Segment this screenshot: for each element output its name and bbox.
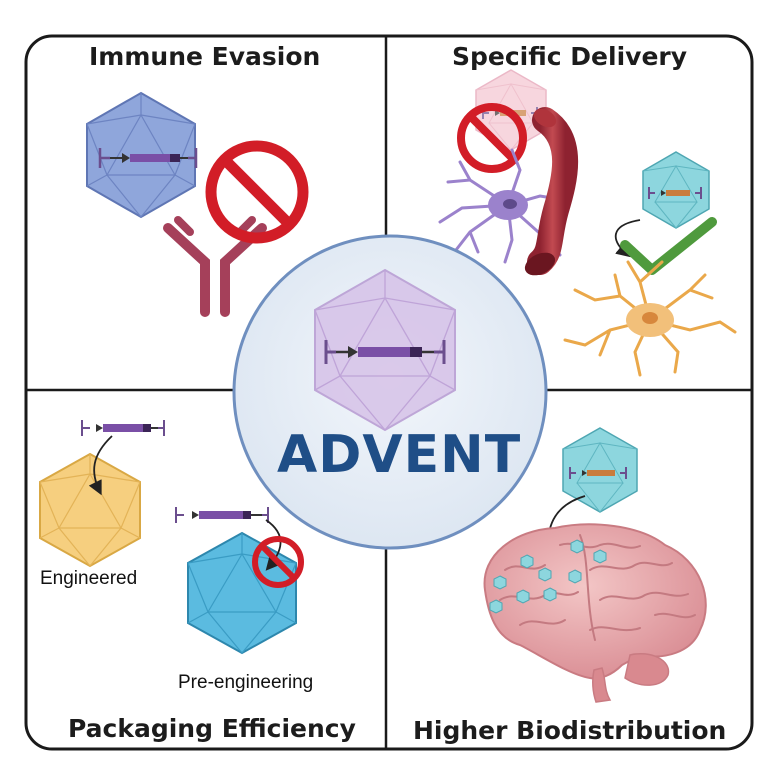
higher-biodistribution-panel — [483, 427, 707, 703]
advent-title: ADVENT — [277, 425, 522, 485]
specific-delivery-panel — [438, 69, 737, 377]
prohibited-icon — [252, 536, 304, 588]
transgene-cassette-icon — [81, 420, 165, 436]
check-icon — [620, 217, 717, 275]
packaging-arrow — [88, 435, 113, 496]
capsid-teal-icon — [562, 427, 638, 513]
prohibited-icon — [457, 103, 527, 173]
capsid-orange-icon — [39, 452, 141, 568]
immune-evasion-panel — [86, 91, 309, 317]
packaging-efficiency-panel — [39, 420, 304, 655]
higher-biodistribution-title: Higher Biodistribution — [413, 716, 727, 745]
engineered-label: Engineered — [40, 568, 138, 589]
prohibited-icon — [205, 140, 309, 244]
immune-evasion-title: Immune Evasion — [89, 42, 321, 71]
transgene-cassette-icon — [98, 148, 198, 168]
delivery-arrow — [614, 219, 641, 258]
capsid-teal-icon — [642, 151, 710, 229]
brain-icon — [483, 523, 707, 703]
transgene-cassette-icon — [175, 507, 269, 523]
outer-frame — [24, 34, 754, 751]
distributed-capsids — [489, 539, 607, 614]
specific-delivery-title: Specific Delivery — [452, 42, 688, 71]
advent-center-badge — [232, 234, 548, 550]
pre-engineering-label: Pre-engineering — [178, 672, 314, 693]
packaging-arrow-blocked — [265, 519, 282, 571]
transgene-cassette-icon — [324, 340, 446, 364]
packaging-efficiency-title: Packaging Efficiency — [68, 714, 356, 743]
blood-vessel-icon — [524, 107, 579, 276]
